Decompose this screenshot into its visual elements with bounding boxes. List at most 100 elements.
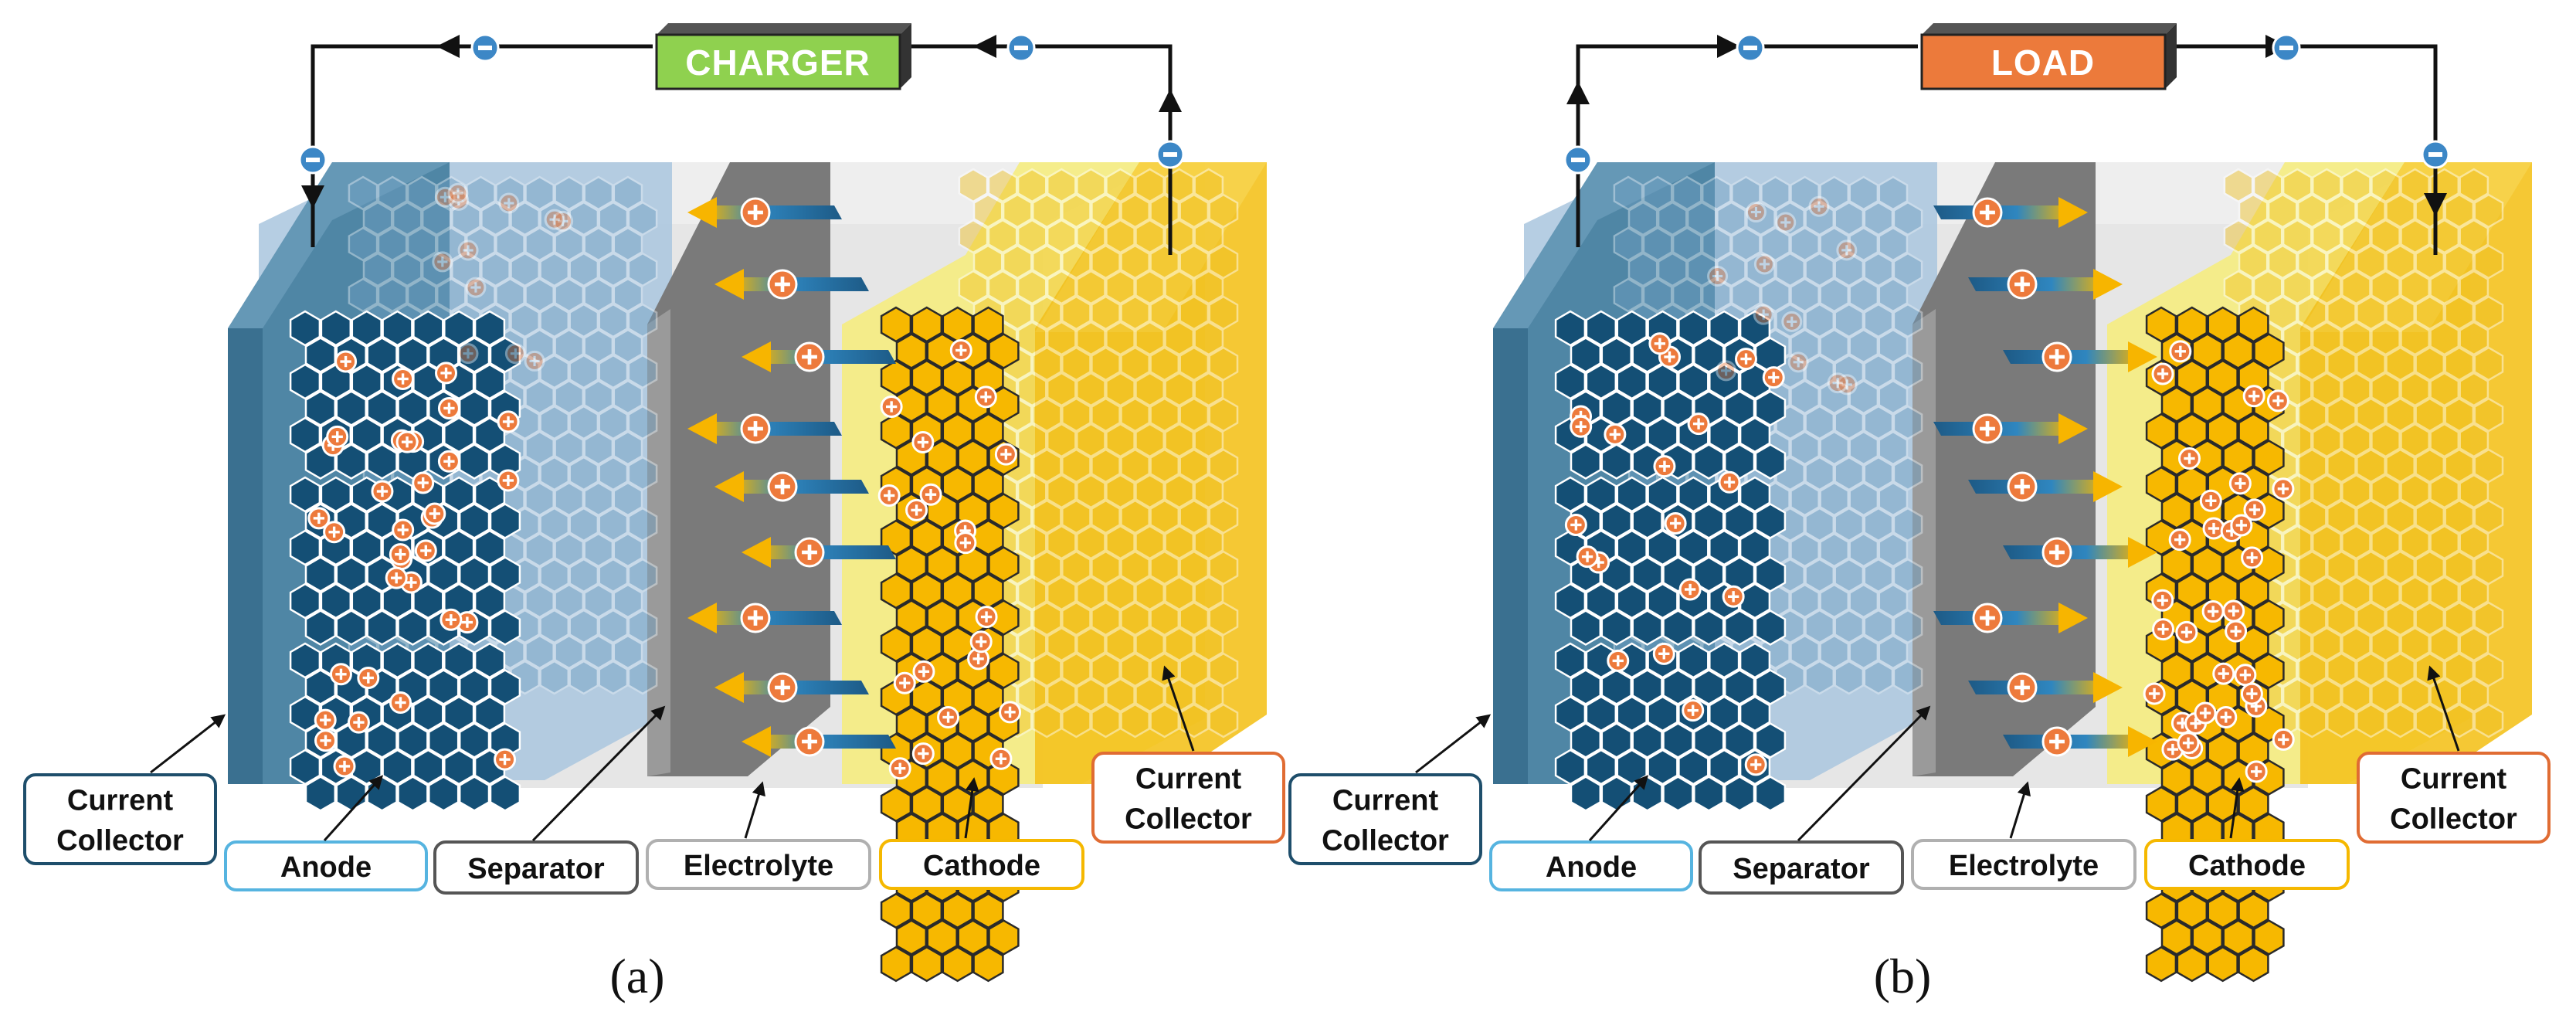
ion-plus-h bbox=[1759, 263, 1770, 266]
ion-migration-arrow bbox=[1968, 672, 2123, 703]
ion-plus-v bbox=[890, 401, 893, 413]
ion-plus-v bbox=[422, 477, 425, 489]
hex-cell bbox=[2282, 576, 2313, 611]
hex-cell bbox=[2444, 346, 2475, 382]
box-top bbox=[1922, 23, 2177, 35]
hex-cell bbox=[583, 328, 614, 364]
hex-cell bbox=[1091, 244, 1121, 280]
ion-plus-v bbox=[381, 485, 384, 497]
hex-cell bbox=[2473, 448, 2504, 484]
hex-cell bbox=[2238, 946, 2269, 983]
plus-circle-icon bbox=[1604, 423, 1627, 446]
ion-plus-v bbox=[2211, 606, 2215, 617]
right-collector-top bbox=[1035, 162, 1267, 332]
plus-circle-icon bbox=[498, 192, 520, 214]
hex-cell bbox=[1731, 175, 1761, 211]
plus-circle-icon bbox=[334, 350, 358, 373]
hex-cell bbox=[458, 556, 490, 592]
plus-circle-icon bbox=[2243, 498, 2266, 521]
hex-cell bbox=[1731, 226, 1761, 262]
hex-cell bbox=[1647, 363, 1678, 400]
box-face bbox=[655, 33, 901, 90]
electrolyte-label-text: Electrolyte bbox=[1949, 850, 2099, 882]
hex-cell bbox=[627, 660, 658, 695]
hex-cell bbox=[377, 175, 408, 211]
ion-migration-arrow bbox=[2003, 537, 2157, 568]
ion-plus-v bbox=[336, 431, 339, 443]
hex-cell bbox=[1061, 550, 1091, 586]
plus-circle-icon bbox=[347, 711, 370, 734]
hex-cell bbox=[510, 201, 540, 236]
hex-cell bbox=[1031, 295, 1062, 331]
hex-cell bbox=[1585, 582, 1617, 620]
hex-cell bbox=[1149, 295, 1180, 331]
hex-cell bbox=[880, 946, 912, 983]
ion-plus-v bbox=[2194, 718, 2198, 729]
plus-circle-icon bbox=[989, 747, 1013, 770]
anode-cluster-top bbox=[289, 310, 521, 480]
hex-cell bbox=[598, 201, 629, 236]
hex-cell bbox=[495, 175, 525, 211]
hex-cell bbox=[627, 201, 658, 236]
hex-cell bbox=[362, 252, 393, 287]
hex-cell bbox=[1804, 405, 1835, 440]
hex-cell bbox=[2400, 474, 2430, 509]
hex-cell bbox=[1600, 337, 1632, 373]
hex-cell bbox=[473, 695, 506, 732]
plus-circle-icon bbox=[314, 708, 337, 732]
arrow-head bbox=[2093, 672, 2123, 703]
hex-cell bbox=[2296, 244, 2327, 280]
ion-migration-arrow bbox=[2003, 726, 2157, 757]
hex-cell bbox=[1076, 474, 1106, 509]
plus-circle-icon bbox=[389, 543, 412, 566]
hex-cell bbox=[458, 722, 490, 759]
right-collector-top bbox=[2300, 162, 2532, 332]
hex-cell bbox=[1061, 703, 1091, 738]
plus-circle-icon bbox=[2225, 620, 2248, 643]
arrow-shaft bbox=[757, 545, 896, 559]
hex-cell bbox=[1031, 703, 1062, 738]
hex-cell bbox=[583, 583, 614, 619]
plus-circle-icon bbox=[447, 182, 469, 204]
hex-cell bbox=[2238, 413, 2269, 450]
plus-circle-icon bbox=[323, 521, 346, 544]
arrow-head bbox=[2058, 413, 2088, 444]
hex-cell bbox=[1149, 601, 1180, 637]
hex-cell bbox=[1662, 609, 1694, 646]
label-pointer bbox=[323, 775, 384, 842]
ion-plus-v bbox=[2282, 734, 2285, 745]
ion-plus-v bbox=[2020, 277, 2024, 292]
ion-plus-v bbox=[332, 526, 336, 538]
ion-plus-v bbox=[447, 402, 451, 414]
label-pointer bbox=[2229, 777, 2245, 839]
arrow-shaft bbox=[1968, 681, 2107, 694]
hex-cell bbox=[2253, 919, 2285, 956]
hex-cell bbox=[568, 303, 599, 338]
hex-cell bbox=[1046, 474, 1077, 509]
arrow-head bbox=[2058, 197, 2088, 228]
ion-plus-v bbox=[2250, 688, 2254, 700]
ion-plus-v bbox=[514, 348, 517, 359]
hex-cell bbox=[1723, 609, 1756, 646]
ion-plus-v bbox=[2255, 701, 2258, 712]
hex-cell bbox=[320, 310, 352, 347]
hex-cell bbox=[1819, 430, 1850, 466]
left-collector-label-text: Collector bbox=[56, 825, 184, 857]
label-pointer bbox=[531, 705, 666, 842]
hex-cell bbox=[1701, 175, 1732, 211]
hex-cell bbox=[2429, 576, 2460, 611]
ion-plus-v bbox=[1668, 351, 1672, 363]
hex-cell bbox=[1819, 175, 1850, 211]
hex-cell bbox=[942, 413, 973, 450]
hex-cell bbox=[1723, 503, 1756, 539]
plus-circle-icon bbox=[937, 705, 960, 728]
ion-plus-v bbox=[507, 198, 511, 209]
hex-cell bbox=[2415, 601, 2445, 637]
ion-migration-arrow bbox=[714, 269, 869, 300]
hex-cell bbox=[320, 363, 352, 400]
ion-plus-v bbox=[1985, 610, 1990, 626]
hex-cell bbox=[1790, 175, 1820, 211]
hex-cell bbox=[1076, 677, 1106, 713]
hex-cell bbox=[613, 175, 643, 211]
hex-cell bbox=[1135, 423, 1165, 458]
